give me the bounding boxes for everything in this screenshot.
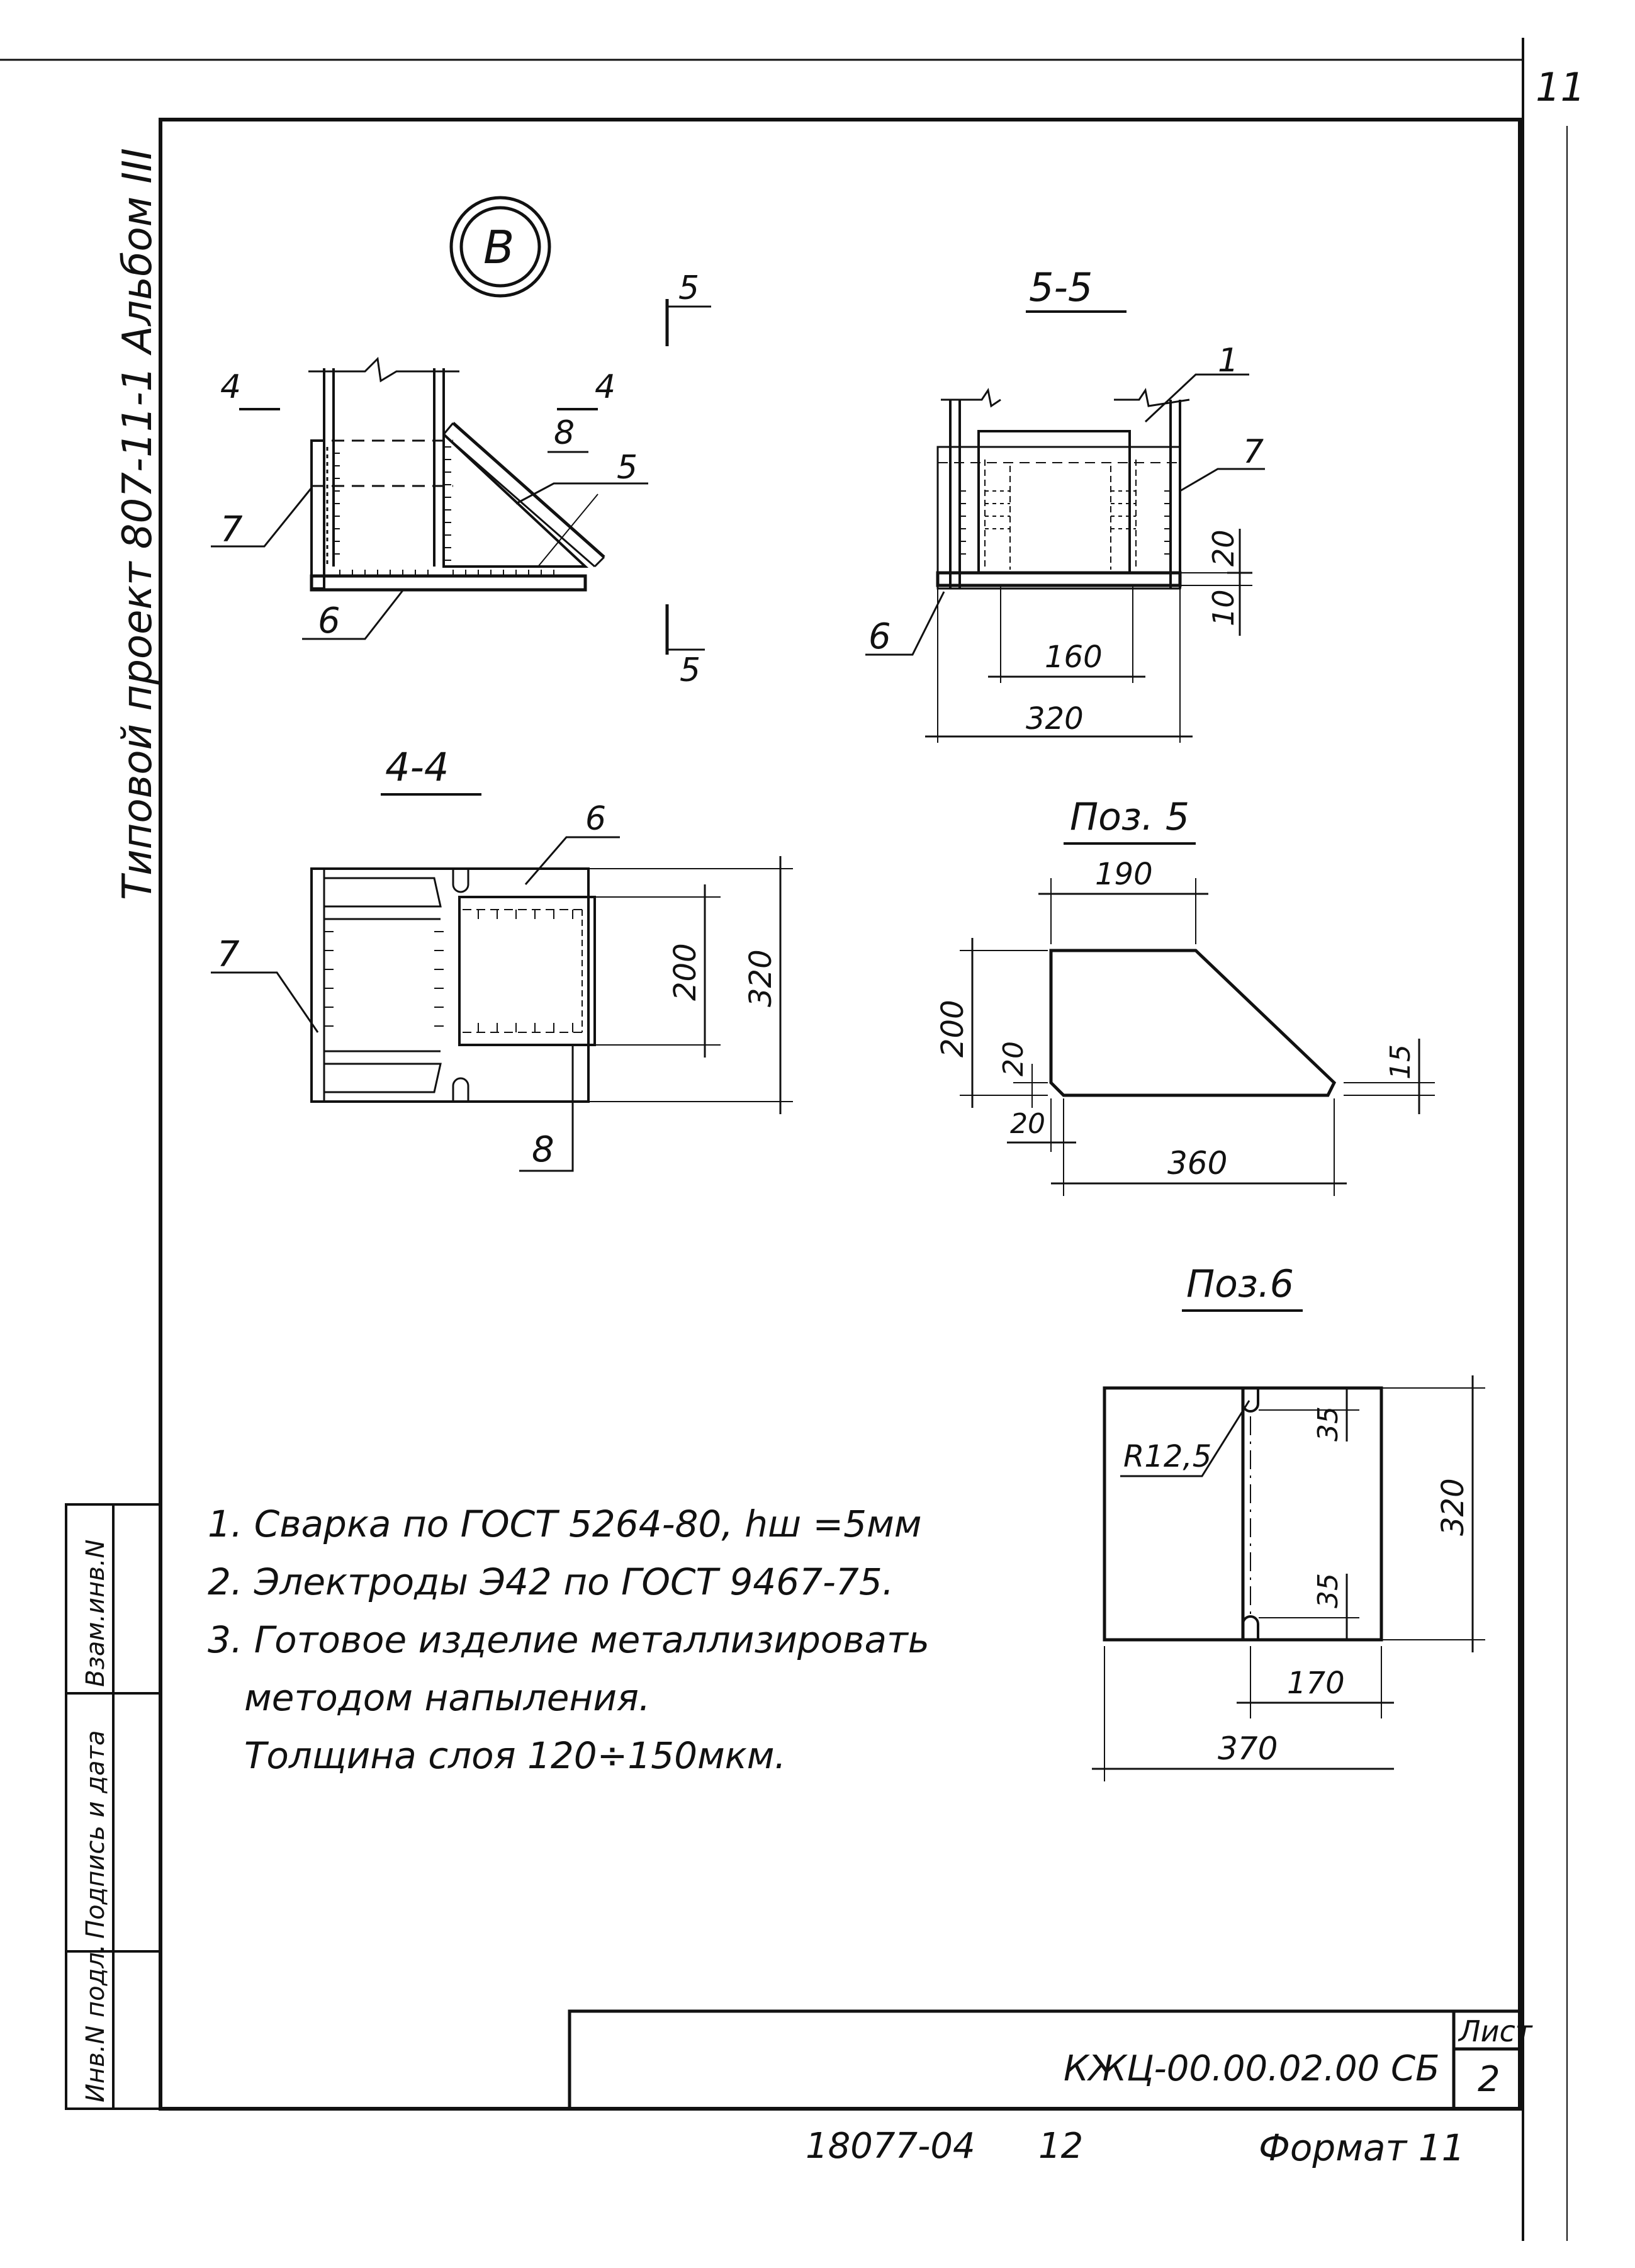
pos5-drawing [960,878,1435,1196]
pos6-radius: R12,5 [1123,1439,1211,1474]
main-view [211,299,711,655]
left-stamp-strip [65,1503,162,2110]
main-pos-6: 6 [318,601,340,641]
notes-block: 1. Сварка по ГОСТ 5264-80, hш =5мм 2. Эл… [208,1495,1089,1785]
stamp-inv-podl: Инв.N подл. [81,1944,110,2102]
pos5-dim-20-v: 20 [997,1041,1030,1076]
section-5-5-pos-7: 7 [1243,433,1264,471]
title-block-code: КЖЦ-00.00.02.00 СБ [1064,2048,1440,2089]
section-5-5-dim-20: 20 [1206,529,1240,567]
pos6-dim-35-bottom: 35 [1312,1573,1344,1608]
footer-left: 18077-04 [806,2126,975,2167]
section-5-5-dim-10: 10 [1206,589,1240,626]
footer-mid: 12 [1038,2126,1083,2167]
main-pos-8: 8 [554,414,575,452]
pos6-title: Поз.6 [1186,1262,1294,1306]
pos6-drawing [1092,1375,1485,1781]
pos6-dim-170: 170 [1287,1666,1345,1701]
pos5-title: Поз. 5 [1070,795,1189,839]
main-cut-4-left: 4 [220,368,241,406]
note-3-thickness: Толщина слоя 120÷150мкм. [244,1734,786,1777]
section-4-4-pos-7: 7 [217,934,240,975]
pos5-dim-20-h: 20 [1010,1108,1045,1140]
section-4-4-dim-320: 320 [743,949,778,1007]
note-2: 2. Электроды Э42 по ГОСТ 9467-75. [208,1560,894,1603]
main-pos-7: 7 [220,509,243,550]
main-pos-5: 5 [617,449,638,487]
main-cut-4-right: 4 [595,368,615,406]
side-project-text: Типовой проект 807-11-1 Альбом III [115,148,161,900]
stamp-vzam-inv: Взам.инв.N [81,1540,110,1687]
section-5-5-dim-320: 320 [1026,701,1084,736]
stamp-podpis-data: Подпись и дата [81,1730,110,1939]
pos5-dim-200: 200 [935,1000,970,1058]
title-block [568,2009,1522,2111]
pos5-dim-190: 190 [1095,857,1153,892]
section-5-5-pos-1: 1 [1218,342,1239,380]
view-marker-letter: В [483,221,514,274]
page-corner-number: 11 [1536,64,1585,110]
section-4-4-dim-200: 200 [668,943,703,1001]
section-4-4-title: 4-4 [385,744,449,790]
footer-format: Формат 11 [1259,2126,1465,2169]
section-4-4-pos-6: 6 [585,800,606,838]
pos6-dim-320: 320 [1436,1478,1471,1536]
section-5-5 [865,373,1265,743]
pos6-dim-35-top: 35 [1312,1406,1344,1441]
section-4-4-pos-8: 8 [532,1129,554,1170]
section-4-4 [211,836,793,1172]
title-block-sheet-number: 2 [1478,2059,1500,2100]
view-marker [449,196,551,298]
main-cut-5-bottom: 5 [680,652,700,689]
pos5-dim-360: 360 [1167,1145,1227,1182]
title-block-sheet-label: Лист [1458,2014,1533,2048]
section-5-5-dim-160: 160 [1045,640,1103,675]
note-1: 1. Сварка по ГОСТ 5264-80, hш =5мм [208,1503,922,1545]
pos6-dim-370: 370 [1218,1730,1278,1767]
note-3-cont: методом напыления. [244,1676,651,1719]
section-5-5-title: 5-5 [1029,264,1093,310]
note-3: 3. Готовое изделие металлизировать [208,1618,930,1661]
main-cut-5-top: 5 [678,269,699,307]
pos5-dim-15: 15 [1385,1044,1417,1080]
section-5-5-pos-6: 6 [868,616,891,657]
